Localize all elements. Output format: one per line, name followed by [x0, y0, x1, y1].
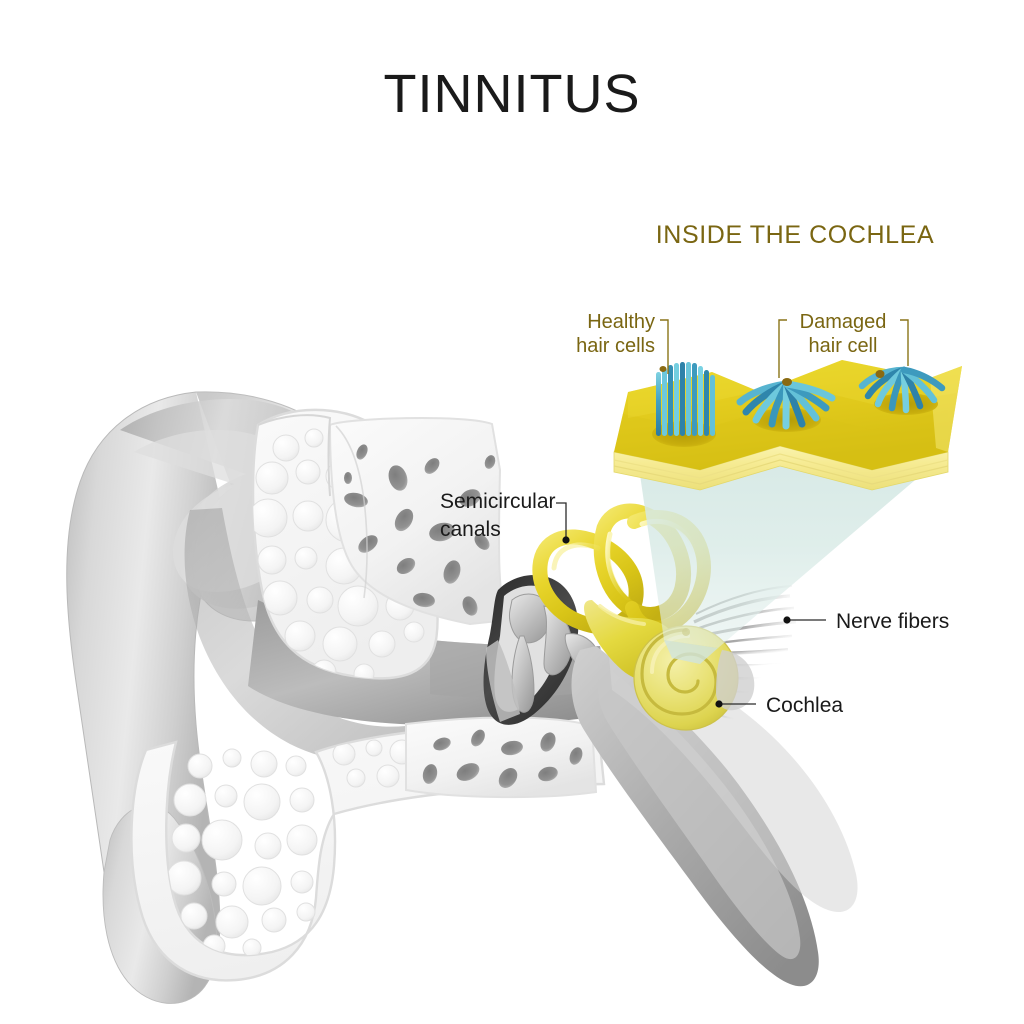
semicircular-canals-label-line2: canals [440, 518, 501, 541]
healthy-stereocilia [656, 362, 715, 436]
canal-highlight-2 [605, 531, 631, 601]
cochlea-label: Cochlea [766, 694, 843, 717]
semicircular-canals-leader-dot [562, 536, 570, 544]
vestibule-highlight [598, 604, 646, 626]
damaged-hair-cell-leader-left [778, 319, 787, 378]
eustachian-highlight [597, 664, 801, 960]
callout-cochlea[interactable]: Cochlea [715, 694, 843, 717]
damaged-cell-1-apex-dot [782, 378, 792, 386]
healthy-hair-cells-label-line1: Healthy [587, 311, 655, 333]
damaged-hair-cell-label-line1: Damaged [800, 311, 887, 333]
damaged-cell-1-stereocilia [736, 380, 836, 430]
bone-cartilage-seam [257, 414, 332, 497]
damaged-hair-cell-1 [736, 378, 836, 432]
upper-bone-cavities [344, 444, 496, 616]
inset-heading: INSIDE THE COCHLEA [656, 221, 934, 249]
upper-cartilage-group [251, 408, 510, 680]
semicircular-canals-label-line1: Semicircular [440, 490, 556, 513]
damaged-hair-cell-label-line2: hair cell [809, 335, 878, 357]
callout-semicircular-canals[interactable]: Semicircular canals [440, 490, 570, 544]
healthy-hair-cells-leader [660, 319, 669, 374]
tympanic-membrane [486, 640, 520, 722]
semicircular-canals-leader [556, 502, 567, 538]
lower-bone-cavities [422, 729, 583, 788]
nerve-fibers-leader-dot [783, 616, 791, 624]
callout-nerve-fibers[interactable]: Nerve fibers [783, 610, 949, 633]
cone-tip [664, 640, 718, 664]
healthy-hair-cell [652, 362, 716, 447]
damaged-hair-cell-leader-right [900, 319, 909, 366]
bone-fold-line [335, 425, 368, 599]
healthy-cell-apex-dot [659, 366, 667, 372]
cochlea-inset-group [613, 360, 962, 491]
callout-damaged-hair-cell[interactable]: Damaged hair cell [778, 311, 909, 378]
healthy-hair-cells-label-line2: hair cells [576, 335, 655, 357]
lower-cartilage-group [130, 716, 606, 982]
membrane-layer-line-2 [613, 459, 949, 485]
posterior-canal [532, 529, 644, 634]
damaged-hair-cell-2 [858, 366, 946, 415]
cochlea-leader-dot [715, 700, 723, 708]
cochlea-base-bone [716, 650, 755, 711]
cochlea-spiral [640, 628, 718, 716]
lower-fat-bubbles [166, 748, 318, 956]
nerve-fibers-label: Nerve fibers [836, 610, 949, 633]
concha-bowl [184, 508, 430, 765]
damaged-cell-2-apex-dot [875, 370, 885, 378]
membrane-layer-line-1 [613, 453, 949, 479]
callout-healthy-hair-cells[interactable]: Healthy hair cells [576, 311, 669, 374]
malleus-handle [511, 635, 535, 713]
canal-highlight-1 [551, 542, 601, 571]
page-title: TINNITUS [384, 64, 641, 124]
